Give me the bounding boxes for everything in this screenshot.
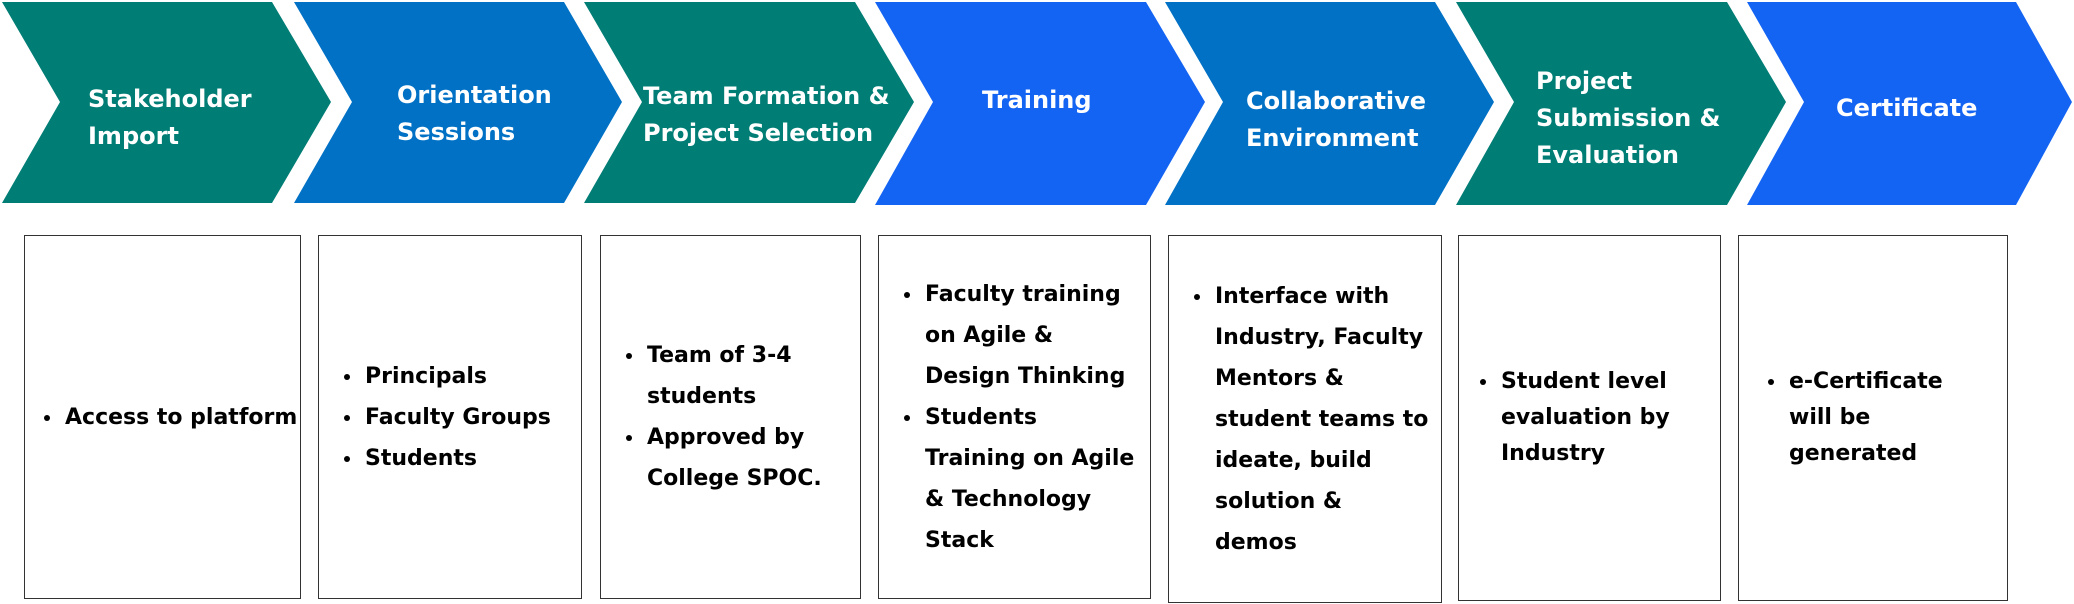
step-4-chevron [875, 2, 1205, 205]
step-1-chevron [2, 2, 331, 203]
bullet-item: Student level evaluation by Industry [1499, 364, 1706, 472]
step-1-details: Access to platform [24, 235, 301, 599]
step-3-bullet-list: Team of 3-4 students Approved by College… [601, 335, 860, 499]
bullet-item: Access to platform [63, 397, 297, 438]
step-5-chevron [1165, 2, 1494, 205]
step-3-title: Team Formation & Project Selection [643, 81, 890, 147]
step-7-bullet-list: e-Certificate will be generated [1739, 364, 2007, 472]
step-3-details: Team of 3-4 students Approved by College… [600, 235, 861, 599]
step-7-title: Certificate [1836, 93, 1978, 122]
step-2-details: Principals Faculty Groups Students [318, 235, 582, 599]
step-3-chevron [584, 2, 914, 203]
step-4-bullet-list: Faculty training on Agile & Design Think… [879, 274, 1150, 561]
step-7-details: e-Certificate will be generated [1738, 235, 2008, 601]
step-2-bullet-list: Principals Faculty Groups Students [319, 356, 551, 479]
bullet-item: Faculty Groups [363, 397, 551, 438]
step-6-details: Student level evaluation by Industry [1458, 235, 1721, 601]
step-1-bullet-list: Access to platform [25, 397, 297, 438]
step-5-bullet-list: Interface with Industry, Faculty Mentors… [1169, 276, 1441, 563]
step-6-title: Project Submission & Evaluation [1536, 66, 1721, 169]
bullet-item: Interface with Industry, Faculty Mentors… [1213, 276, 1429, 563]
step-4-title: Training [982, 85, 1092, 114]
step-2-title: Orientation Sessions [397, 80, 552, 146]
bullet-item: Team of 3-4 students [645, 335, 832, 417]
bullet-item: Approved by College SPOC. [645, 417, 832, 499]
step-7-chevron [1747, 2, 2072, 205]
bullet-item: Principals [363, 356, 551, 397]
step-2-chevron [294, 2, 622, 203]
bullet-item: Faculty training on Agile & Design Think… [923, 274, 1142, 397]
step-6-bullet-list: Student level evaluation by Industry [1459, 364, 1720, 472]
step-6-chevron [1456, 2, 1786, 205]
step-5-details: Interface with Industry, Faculty Mentors… [1168, 235, 1442, 603]
bullet-item: Students Training on Agile & Technology … [923, 397, 1142, 561]
step-1-title: Stakeholder Import [88, 84, 252, 150]
step-4-details: Faculty training on Agile & Design Think… [878, 235, 1151, 599]
step-5-title: Collaborative Environment [1246, 86, 1427, 152]
bullet-item: e-Certificate will be generated [1787, 364, 1993, 472]
bullet-item: Students [363, 438, 551, 479]
